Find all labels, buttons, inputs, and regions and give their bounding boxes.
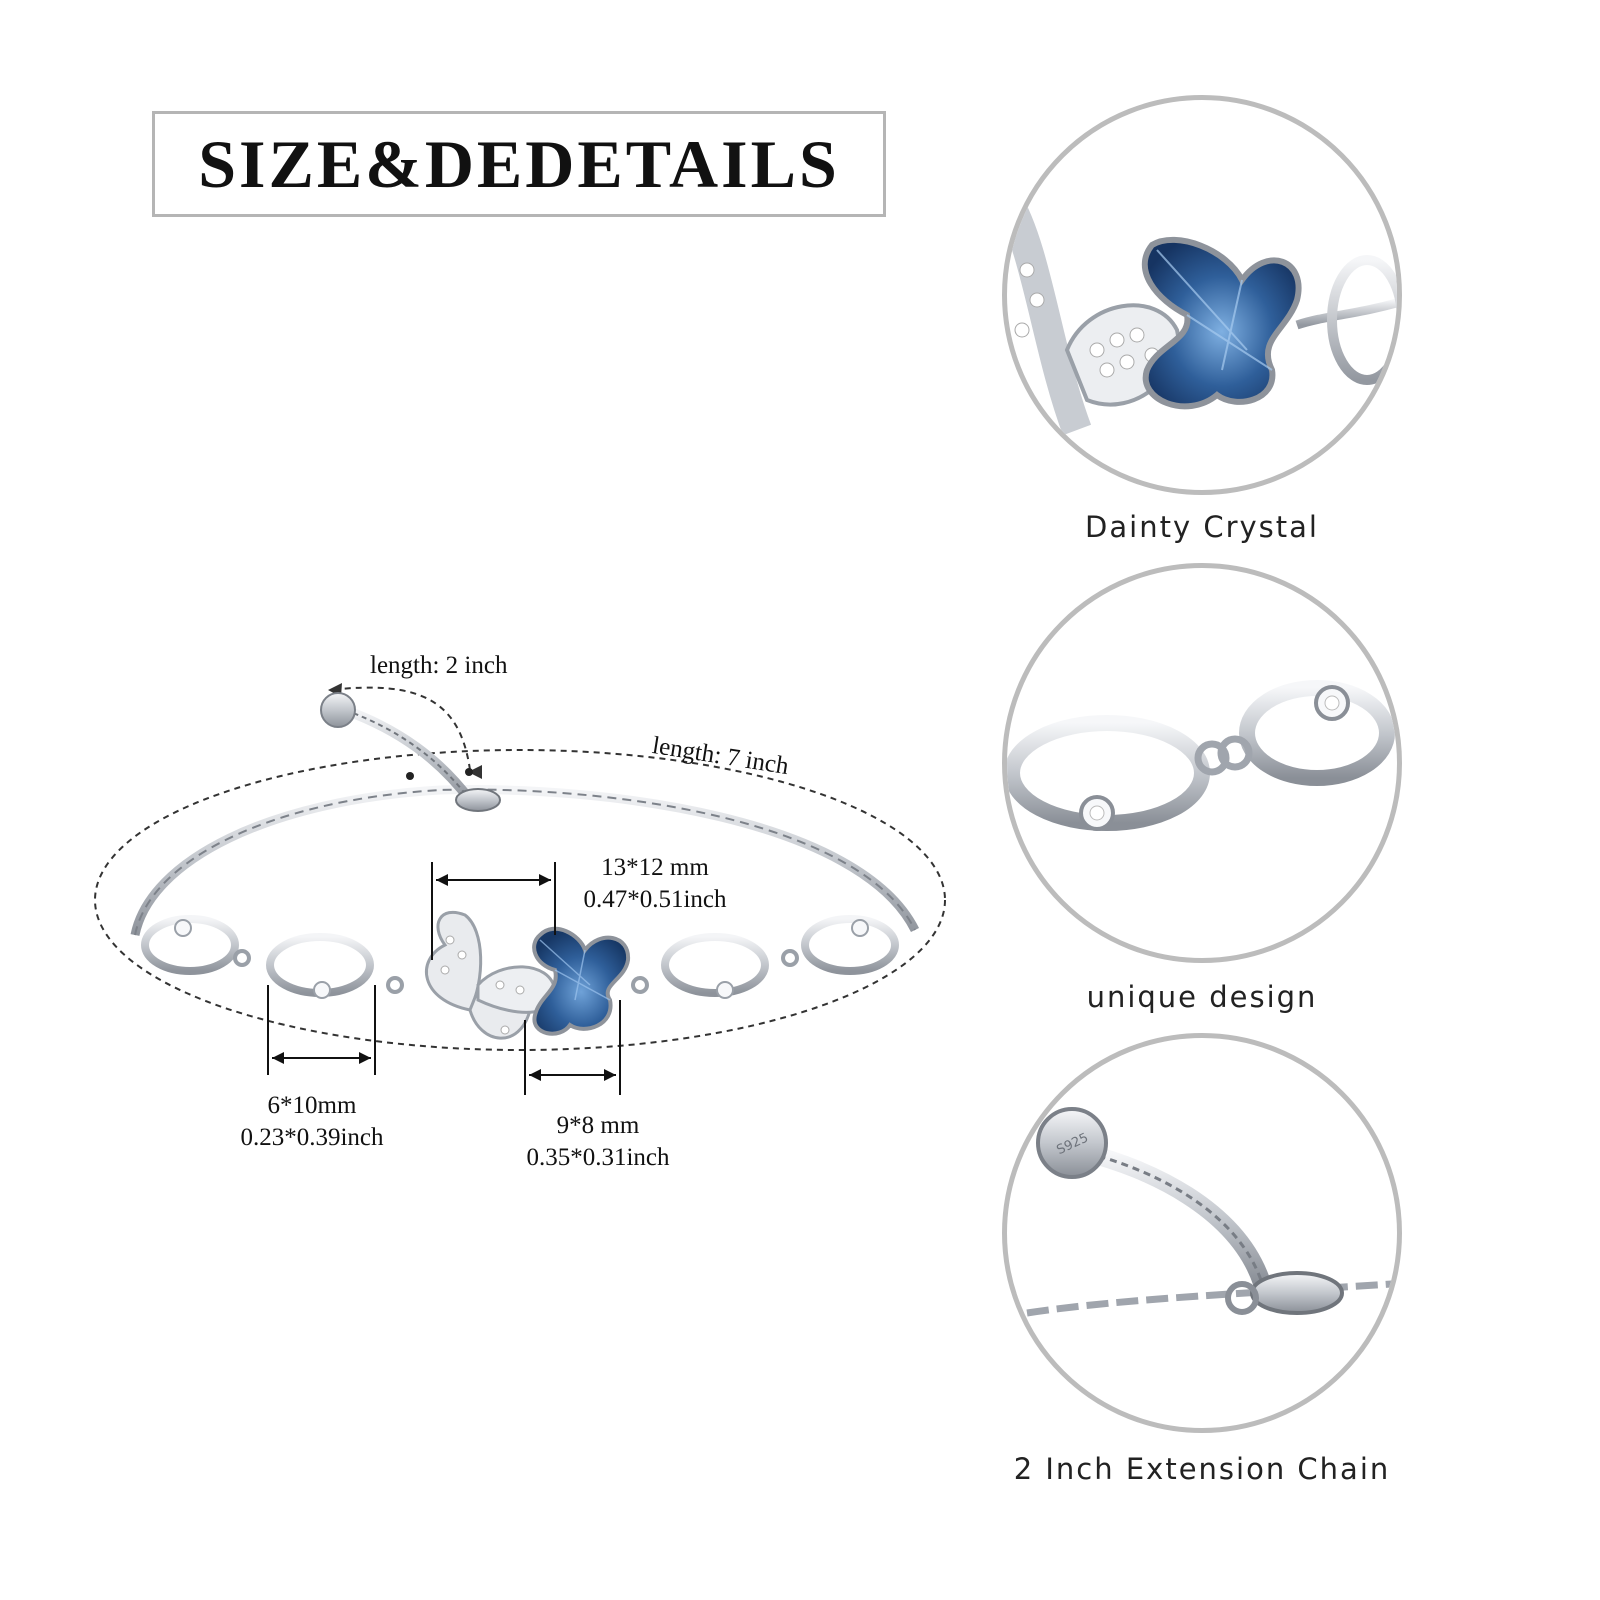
extension-dashed-arc xyxy=(329,686,471,771)
crystal-mm: 9*8 mm xyxy=(556,1112,640,1139)
extension-length-label: length: 2 inch xyxy=(370,652,508,679)
lobster-clasp xyxy=(455,788,501,812)
crystal-inch: 0.35*0.31inch xyxy=(526,1144,670,1171)
extension-chain-clasp-icon: S925 xyxy=(1026,1107,1397,1317)
bracelet-illustration xyxy=(94,683,946,1095)
caption-dainty-crystal: Dainty Crystal xyxy=(1085,510,1319,544)
chain-arrowhead xyxy=(468,765,482,779)
caption-extension-chain: 2 Inch Extension Chain xyxy=(1013,1452,1391,1486)
caption-unique-design: unique design xyxy=(1086,980,1318,1014)
stone xyxy=(313,981,331,999)
oval-link xyxy=(661,933,769,997)
oval-mm: 6*10mm xyxy=(267,1092,357,1119)
endpoint-dot xyxy=(465,768,473,776)
title-box: SIZE&DEDETAILS xyxy=(152,111,886,217)
detail-circle-design xyxy=(1002,563,1402,963)
detail-circle-extension: S925 xyxy=(1002,1033,1402,1433)
bracelet-chain-links xyxy=(134,788,916,936)
pave-butterfly xyxy=(424,910,557,1040)
page-title: SIZE&DEDETAILS xyxy=(198,125,840,202)
oval-inch: 0.23*0.39inch xyxy=(240,1124,384,1151)
oval-link-with-stone-icon xyxy=(1007,680,1395,831)
butterfly-inch: 0.47*0.51inch xyxy=(583,886,727,913)
bracelet-chain xyxy=(130,785,920,936)
butterfly-mm: 13*12 mm xyxy=(601,854,709,881)
stone xyxy=(174,919,192,937)
crystal-size-label: 9*8 mm 0.35*0.31inch xyxy=(508,1110,688,1174)
oval-size-label: 6*10mm 0.23*0.39inch xyxy=(222,1090,402,1154)
chain-length-dashed-ellipse xyxy=(94,749,946,1051)
oval-link xyxy=(801,915,899,975)
butterfly-size-label: 13*12 mm 0.47*0.51inch xyxy=(575,852,735,916)
detail-circle-crystal xyxy=(1002,95,1402,495)
oval-link xyxy=(141,915,239,975)
stone xyxy=(851,919,869,937)
s925-tag xyxy=(320,692,356,728)
blue-crystal-butterfly-icon xyxy=(1007,192,1397,436)
stone xyxy=(716,981,734,999)
endpoint-dot xyxy=(406,772,414,780)
